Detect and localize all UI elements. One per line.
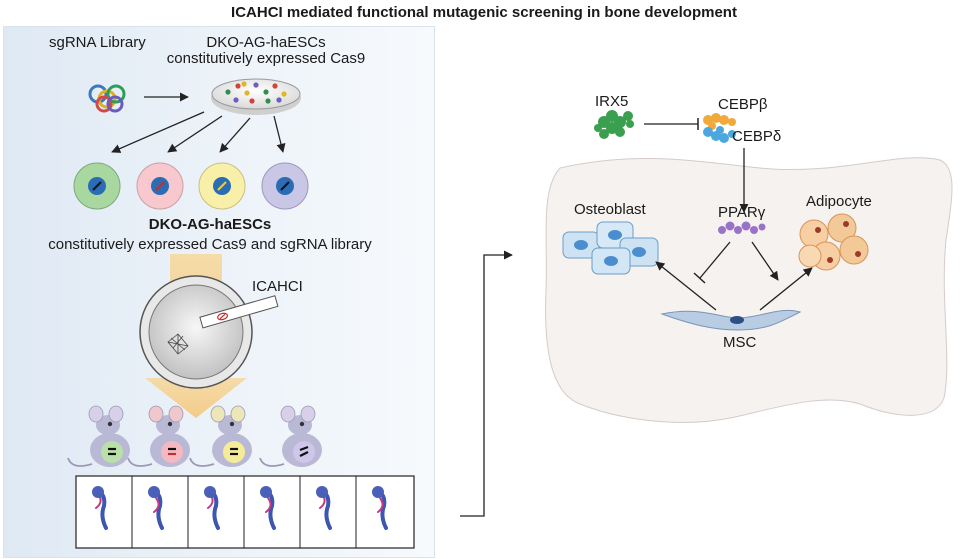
adipocyte-cells-icon bbox=[798, 213, 869, 271]
icahci-label: ICAHCI bbox=[252, 278, 303, 295]
dko-line2-label: constitutively expressed Cas9 bbox=[166, 50, 366, 67]
cells-subtitle-label: constitutively expressed Cas9 and sgRNA … bbox=[48, 236, 372, 253]
adipocyte-label: Adipocyte bbox=[806, 193, 872, 210]
cell-purple bbox=[261, 162, 309, 210]
dko-line1-label: DKO-AG-haESCs bbox=[206, 34, 326, 51]
figure-title: ICAHCI mediated functional mutagenic scr… bbox=[231, 4, 737, 21]
tissue-background bbox=[545, 157, 953, 423]
dish-to-cells-arrows bbox=[111, 111, 286, 153]
osteoblast-cells-icon bbox=[562, 221, 659, 275]
cell-yellow bbox=[198, 162, 246, 210]
sgrna-library-label: sgRNA Library bbox=[49, 34, 146, 51]
petri-dish-icon bbox=[211, 78, 301, 115]
mouse-yellow bbox=[189, 405, 252, 467]
pparg-protein-icon bbox=[718, 221, 766, 234]
cell-pink bbox=[136, 162, 184, 210]
mouse-green bbox=[67, 405, 130, 467]
inhibition-pparg-osteoblast bbox=[699, 241, 731, 279]
cells-title-label: DKO-AG-haESCs bbox=[148, 216, 272, 233]
arrow-msc-osteoblast bbox=[655, 261, 717, 311]
cebp-complex-icon bbox=[703, 113, 736, 143]
skeleton-staining-panels bbox=[75, 475, 415, 549]
mouse-purple bbox=[259, 405, 322, 467]
arrow-pparg-adipocyte bbox=[751, 241, 779, 281]
arrow-msc-adipocyte bbox=[759, 267, 813, 311]
icahci-wheel-icon bbox=[139, 275, 279, 389]
cell-green bbox=[73, 162, 121, 210]
msc-label: MSC bbox=[723, 334, 757, 351]
irx5-label: IRX5 bbox=[595, 93, 629, 110]
msc-cell-icon bbox=[660, 309, 802, 331]
osteoblast-label: Osteoblast bbox=[574, 201, 646, 218]
mouse-pink bbox=[127, 405, 190, 467]
irx5-protein-icon bbox=[594, 110, 634, 139]
cebpb-label: CEBPβ bbox=[718, 96, 768, 113]
connector-arrow bbox=[460, 250, 513, 517]
pparg-label: PPARγ bbox=[718, 204, 766, 221]
sgrna-library-icon bbox=[88, 84, 126, 113]
cebpd-label: CEBPδ bbox=[732, 128, 782, 145]
